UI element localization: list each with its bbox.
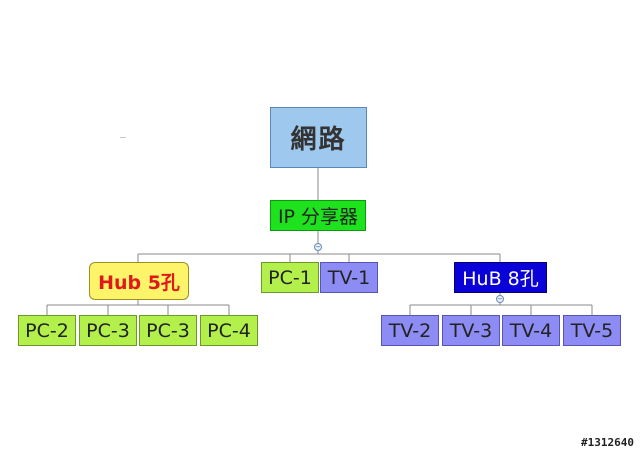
- node-pc-3-second[interactable]: PC-3: [139, 315, 197, 346]
- node-tv-4[interactable]: TV-4: [502, 315, 560, 346]
- node-pc-1[interactable]: PC-1: [261, 262, 319, 293]
- node-hub-8-port[interactable]: HuB 8孔: [454, 262, 547, 293]
- watermark: #1312640: [581, 436, 634, 449]
- node-pc-2[interactable]: PC-2: [18, 315, 76, 346]
- node-pc-3[interactable]: PC-3: [79, 315, 137, 346]
- node-ip-router[interactable]: IP 分享器: [270, 200, 366, 231]
- node-hub-5-port[interactable]: Hub 5孔: [89, 262, 189, 300]
- node-tv-5[interactable]: TV-5: [563, 315, 621, 346]
- collapse-icon[interactable]: −: [496, 295, 504, 303]
- collapse-icon[interactable]: −: [314, 243, 322, 251]
- node-tv-1[interactable]: TV-1: [320, 262, 378, 293]
- node-tv-3[interactable]: TV-3: [442, 315, 500, 346]
- node-tv-2[interactable]: TV-2: [381, 315, 439, 346]
- stray-mark: [120, 137, 126, 138]
- node-pc-4[interactable]: PC-4: [200, 315, 258, 346]
- node-network[interactable]: 網路: [270, 107, 367, 168]
